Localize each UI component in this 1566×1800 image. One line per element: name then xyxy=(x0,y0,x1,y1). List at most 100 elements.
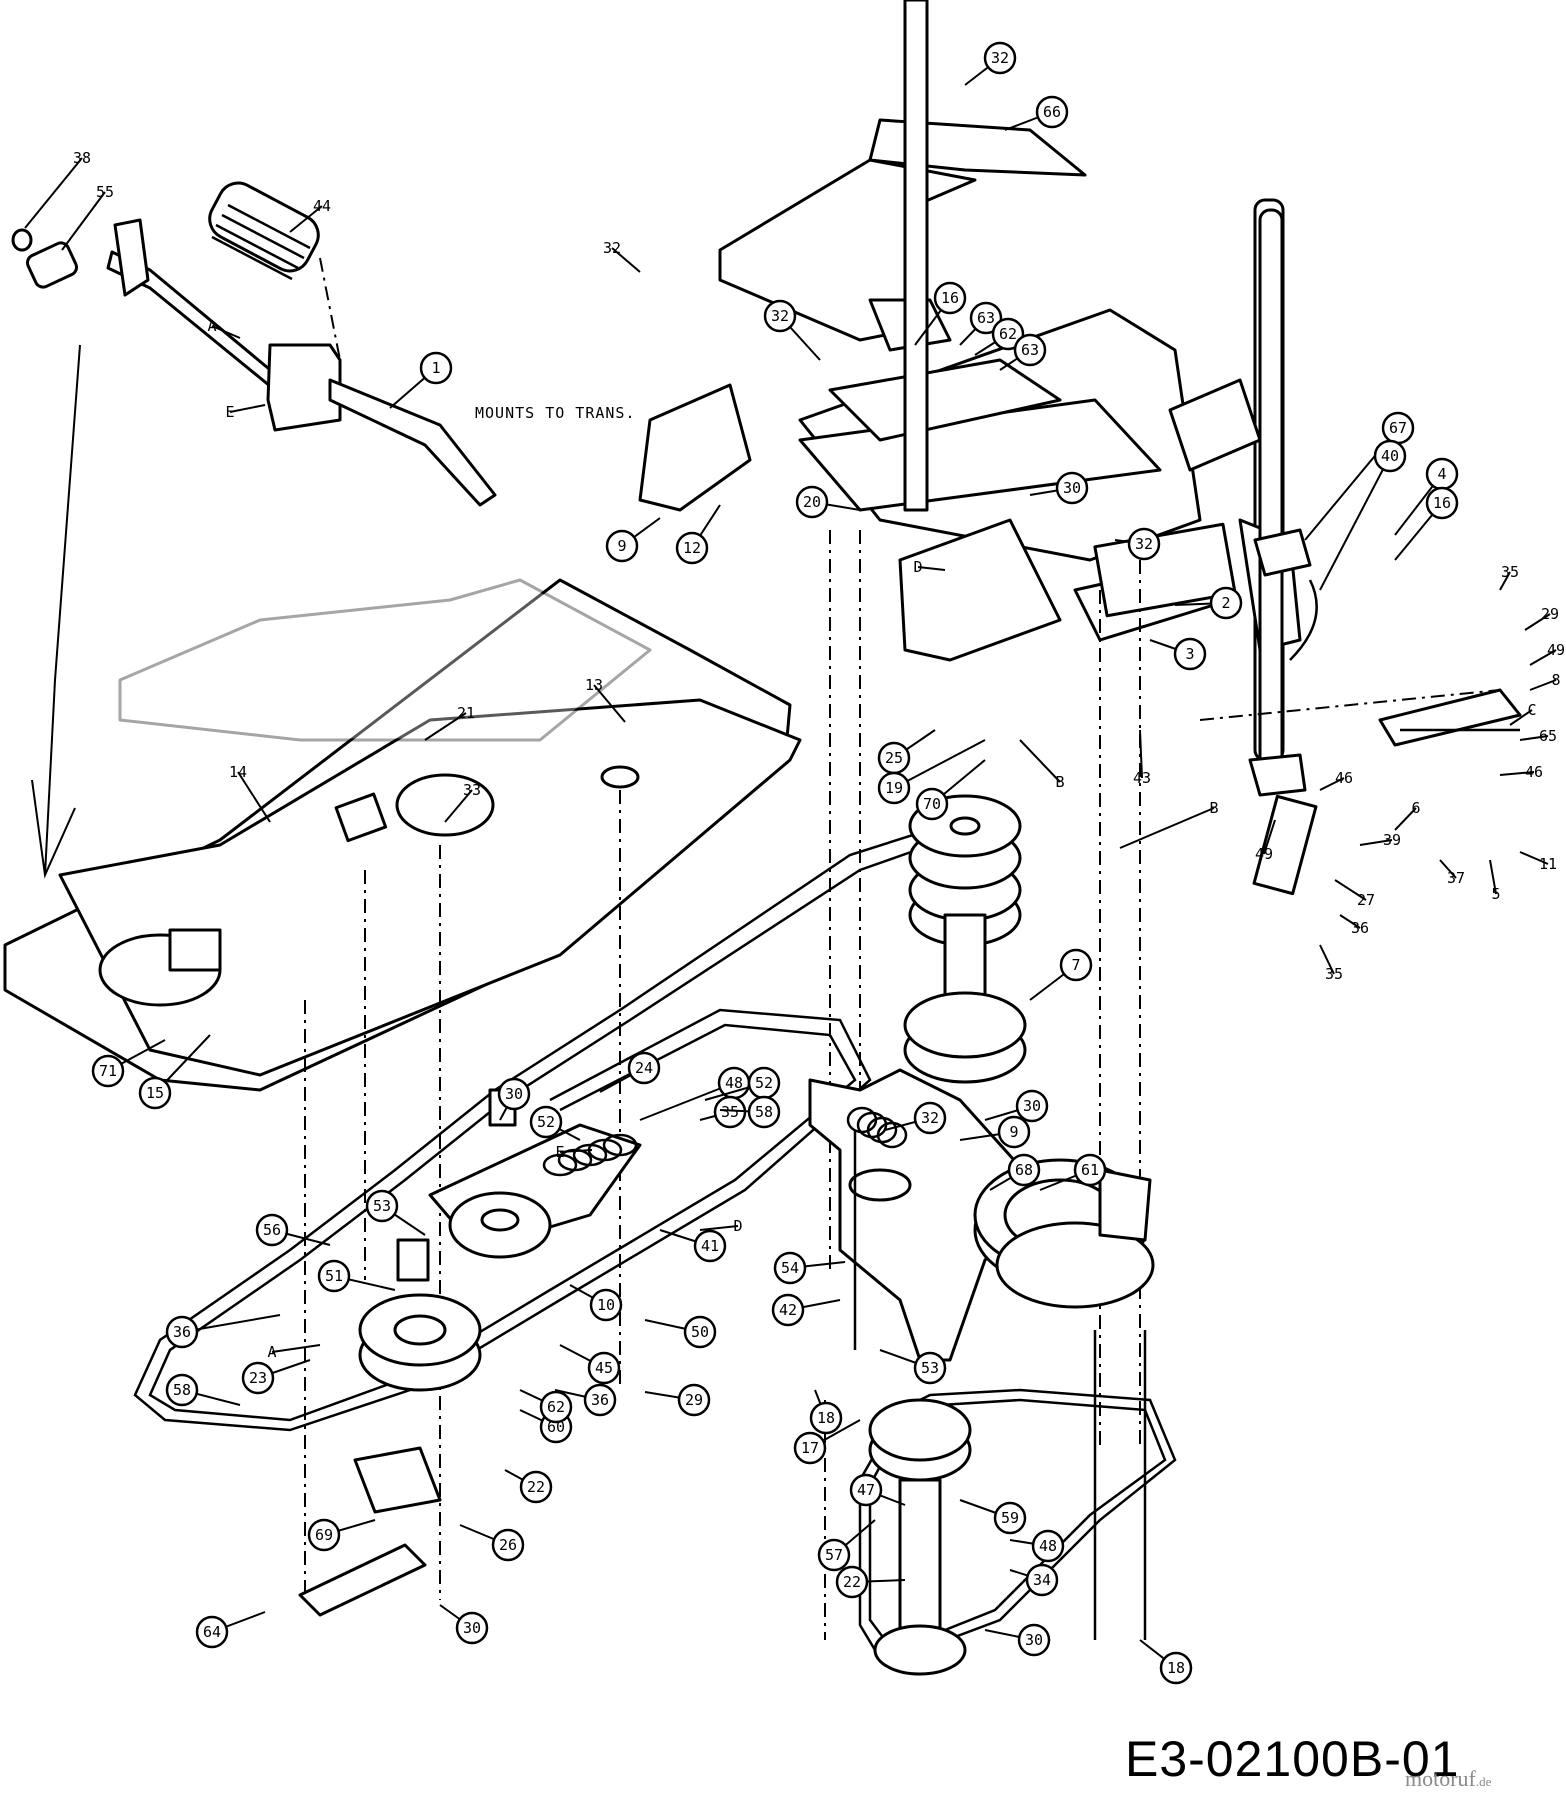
callout-leader-line xyxy=(1519,851,1549,865)
part-callout-c55: 15 xyxy=(138,1034,211,1110)
callout-number: 13 xyxy=(585,676,603,694)
callout-number: 9 xyxy=(1009,1123,1018,1141)
callout-circle xyxy=(491,1528,525,1562)
part-callout-c49: B xyxy=(1119,799,1219,849)
callout-leader-line xyxy=(61,191,106,251)
part-callout-c73: 56 xyxy=(255,1213,331,1247)
part-callout-c26: 3 xyxy=(1149,637,1207,671)
part-callout-c83: 58 xyxy=(165,1373,241,1407)
part-callout-c15: 67 xyxy=(1304,411,1415,541)
callout-circle xyxy=(983,41,1017,75)
callout-number: 52 xyxy=(755,1074,773,1092)
callout-leader-line xyxy=(1529,649,1557,666)
callout-number: B xyxy=(1209,799,1218,817)
pulley-upper xyxy=(903,794,1027,1084)
callout-number: 70 xyxy=(923,795,941,813)
callout-leader-line xyxy=(1319,944,1335,975)
callout-circle xyxy=(693,1229,727,1263)
part-callout-c56: 7 xyxy=(1029,948,1093,1001)
callout-circle xyxy=(969,301,1003,335)
callout-circle xyxy=(627,1051,661,1085)
part-callout-c45: 19 xyxy=(877,739,986,805)
callout-leader-line xyxy=(1499,571,1511,591)
part-callout-c9: 32 xyxy=(603,239,641,273)
callout-circle xyxy=(993,1501,1027,1535)
callout-number: 36 xyxy=(173,1323,191,1341)
callout-number: A xyxy=(207,317,216,335)
callout-number: 44 xyxy=(313,197,331,215)
part-callout-c82: 45 xyxy=(559,1344,621,1385)
callout-number: 58 xyxy=(173,1381,191,1399)
callout-number: 53 xyxy=(921,1359,939,1377)
callout-leader-line xyxy=(1334,879,1367,901)
part-callout-c20: 12 xyxy=(675,504,721,565)
callout-circle xyxy=(763,299,797,333)
callout-number: 61 xyxy=(1081,1161,1099,1179)
watermark-text: motoruf xyxy=(1405,1766,1476,1791)
callout-circle xyxy=(1373,439,1407,473)
part-callout-c47: B xyxy=(1019,739,1065,791)
watermark: motoruf.de xyxy=(1405,1766,1491,1792)
part-callout-c39: 5 xyxy=(1489,859,1501,903)
callout-number: 49 xyxy=(1255,845,1273,863)
callout-circle xyxy=(195,1615,229,1649)
callout-leader-line xyxy=(1359,839,1393,846)
callout-number: 45 xyxy=(595,1359,613,1377)
part-callout-c63: 35 xyxy=(699,1095,747,1129)
callout-number: 63 xyxy=(977,309,995,327)
callout-number: 47 xyxy=(857,1481,875,1499)
part-callout-c90: 17 xyxy=(793,1419,861,1465)
part-callout-c101: 64 xyxy=(195,1611,266,1649)
callout-circle xyxy=(138,1076,172,1110)
callout-circle xyxy=(991,317,1025,351)
callout-leader-line xyxy=(893,739,986,789)
part-callout-c3: 44 xyxy=(289,197,331,233)
callout-circle xyxy=(605,529,639,563)
callout-circle xyxy=(877,771,911,805)
callout-number: 43 xyxy=(1133,769,1151,787)
callout-circle xyxy=(165,1373,199,1407)
callout-number: 54 xyxy=(781,1259,799,1277)
part-callout-c1: 38 xyxy=(24,149,91,229)
callout-circle xyxy=(317,1259,351,1293)
callout-number: 62 xyxy=(547,1398,565,1416)
part-callout-c36: 49 xyxy=(1255,819,1276,863)
callout-circle xyxy=(1015,1089,1049,1123)
mounts-to-trans-note: MOUNTS TO TRANS. xyxy=(475,404,636,422)
callout-leader-line xyxy=(593,684,626,723)
part-callout-c6: 1 xyxy=(389,351,453,409)
callout-number: 58 xyxy=(755,1103,773,1121)
callout-number: 55 xyxy=(96,183,114,201)
part-callout-c8: 66 xyxy=(1004,95,1069,131)
callout-circle xyxy=(419,351,453,385)
part-callout-c59: 52 xyxy=(529,1105,581,1141)
callout-number: 40 xyxy=(1381,447,1399,465)
part-callout-c66: 30 xyxy=(984,1089,1049,1123)
callout-number: 12 xyxy=(683,539,701,557)
part-callout-c30: 8 xyxy=(1529,671,1561,691)
part-callout-c17: 4 xyxy=(1394,457,1459,536)
callout-circle xyxy=(497,1077,531,1111)
part-callout-c14: 63 xyxy=(999,333,1047,371)
callout-leader-line xyxy=(917,566,946,571)
callout-leader-line xyxy=(1319,455,1391,591)
callout-number: 16 xyxy=(1433,494,1451,512)
callout-number: 36 xyxy=(591,1391,609,1409)
callout-circle xyxy=(795,485,829,519)
callout-circle xyxy=(583,1383,617,1417)
callout-number: 19 xyxy=(885,779,903,797)
callout-number: 20 xyxy=(803,493,821,511)
callout-number: 36 xyxy=(1351,919,1369,937)
callout-leader-line xyxy=(1489,859,1497,895)
part-callout-c28: 29 xyxy=(1524,605,1559,631)
callout-leader-line xyxy=(229,404,266,413)
callout-number: 50 xyxy=(691,1323,709,1341)
callout-number: 35 xyxy=(1325,965,1343,983)
callout-leader-line xyxy=(289,205,323,233)
callout-circle xyxy=(771,1293,805,1327)
callout-number: 9 xyxy=(617,537,626,555)
callout-circle xyxy=(519,1470,553,1504)
drive-belts xyxy=(133,818,1177,1652)
callout-circle xyxy=(677,1383,711,1417)
